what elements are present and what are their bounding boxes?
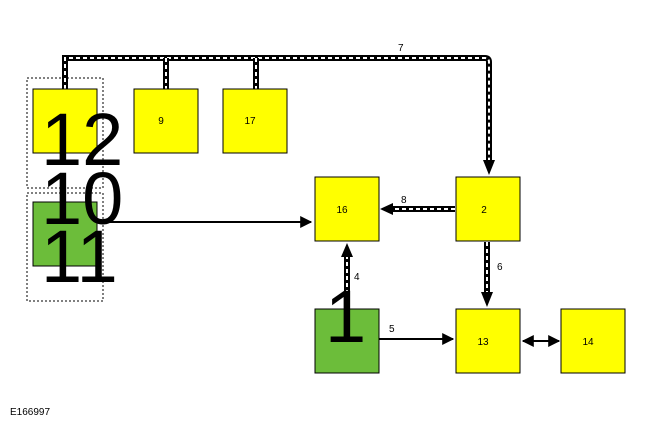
box-1-rect [314,308,380,374]
box-12 [32,88,98,154]
box-13-label: 13 [477,337,489,348]
box-11-rect [32,201,98,267]
box-2-rect [455,176,521,242]
box-16: 16 [314,176,380,242]
connector-label-7: 7 [398,43,404,54]
connector-label-4: 4 [354,272,360,283]
callout-11: 11 [41,215,118,298]
connector-label-8: 8 [401,195,407,206]
box-17-rect [222,88,288,154]
connector-label-5: 5 [389,324,395,335]
box-9: 9 [133,88,199,154]
box-17-label: 17 [244,116,256,127]
callout-10: 10 [41,157,123,240]
box-11 [32,201,98,267]
box-14-rect [560,308,626,374]
connector-6 [481,242,493,307]
connector-8 [380,203,455,215]
box-16-label: 16 [336,205,348,216]
reference-code: E166997 [10,407,50,418]
connector-label-6: 6 [497,262,503,273]
box-16-rect [314,176,380,242]
box-1 [314,308,380,374]
box-2: 2 [455,176,521,242]
callout-12: 12 [41,98,123,181]
box-14-label: 14 [582,337,594,348]
box-9-rect [133,88,199,154]
box-14: 14 [560,308,626,374]
connector-4 [341,243,353,308]
box-9-label: 9 [158,116,164,127]
box-13: 13 [455,308,521,374]
box-2-label: 2 [481,205,487,216]
callout-1: 1 [325,275,366,358]
box-13-rect [455,308,521,374]
box-12-rect [32,88,98,154]
group-outline-lower [26,192,104,302]
connector-7 [62,55,495,175]
box-17: 17 [222,88,288,154]
